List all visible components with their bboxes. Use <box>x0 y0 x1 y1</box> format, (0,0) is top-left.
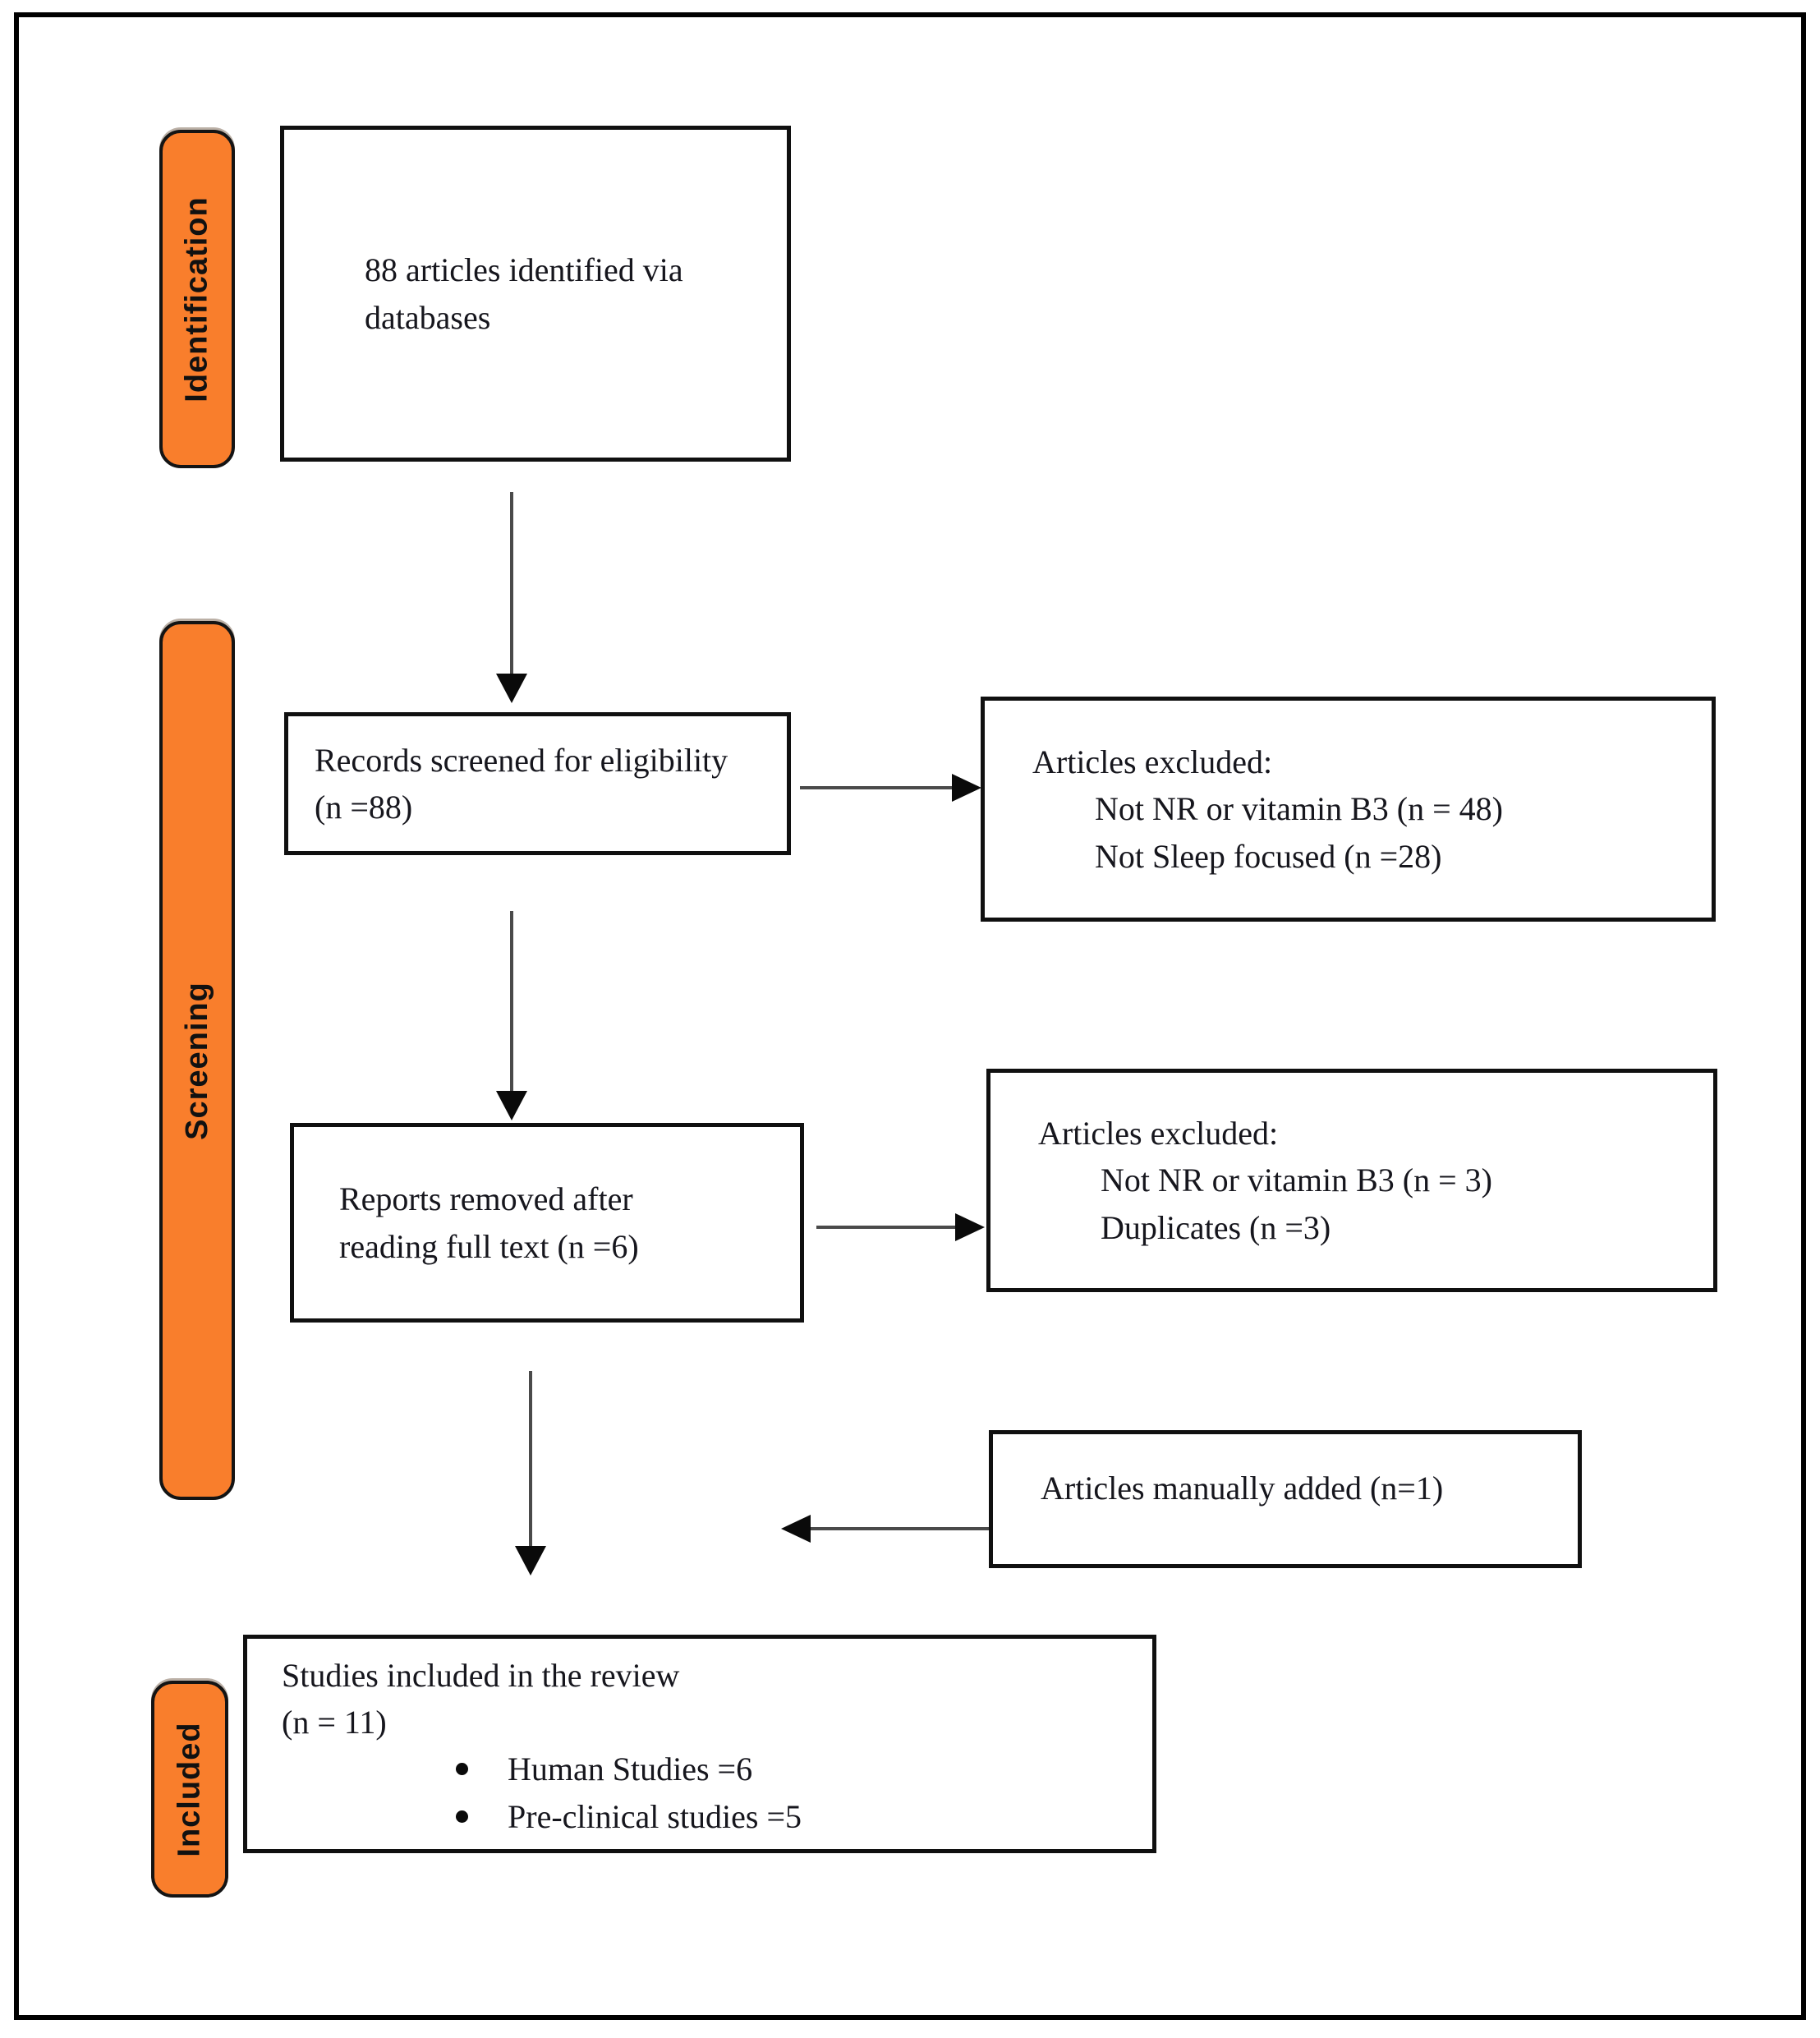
arrow-manual-to-flow-head-icon <box>781 1515 811 1543</box>
box-records-screened-line2: (n =88) <box>315 789 413 826</box>
included-bullet-human-text: Human Studies =6 <box>508 1750 753 1788</box>
box-reports-removed-line2: reading full text (n =6) <box>339 1227 639 1265</box>
box-articles-excluded-fulltext-title: Articles excluded: <box>1038 1115 1279 1152</box>
arrow-identified-to-screened-line <box>510 492 513 674</box>
box-records-screened: Records screened for eligibility (n =88) <box>284 712 791 855</box>
box-articles-excluded-screening-item1: Not NR or vitamin B3 (n = 48) <box>1095 790 1503 828</box>
box-articles-identified-line1: 88 articles identified via <box>365 251 683 289</box>
box-studies-included-subtitle: (n = 11) <box>282 1704 387 1741</box>
stage-label-screening-text: Screening <box>179 981 214 1140</box>
included-bullet-row-human: Human Studies =6 <box>282 1746 1152 1792</box>
box-articles-excluded-fulltext-item2: Duplicates (n =3) <box>1101 1208 1331 1246</box>
included-bullet-row-preclinical: Pre-clinical studies =5 <box>282 1793 1152 1840</box>
arrow-screened-to-fulltext-line <box>510 911 513 1092</box>
arrow-fulltext-to-included-head-icon <box>515 1546 546 1576</box>
diagram-outer-frame: Identification Screening Included 88 art… <box>14 12 1806 2020</box>
included-bullet-preclinical-text: Pre-clinical studies =5 <box>508 1797 802 1835</box>
arrow-screened-to-excluded-line <box>800 786 953 789</box>
stage-label-screening: Screening <box>159 621 235 1500</box>
box-articles-excluded-fulltext-item1: Not NR or vitamin B3 (n = 3) <box>1101 1162 1492 1199</box>
stage-label-identification: Identification <box>159 130 235 468</box>
box-articles-manually-added: Articles manually added (n=1) <box>989 1430 1582 1568</box>
box-articles-identified-line2: databases <box>365 298 491 336</box>
box-studies-included: Studies included in the review (n = 11) … <box>243 1635 1156 1853</box>
box-articles-excluded-screening-title: Articles excluded: <box>1032 743 1273 781</box>
arrow-fulltext-to-included-line <box>529 1371 532 1547</box>
box-records-screened-line1: Records screened for eligibility <box>315 741 728 779</box>
box-articles-manually-added-text: Articles manually added (n=1) <box>1041 1470 1444 1507</box>
box-articles-excluded-screening: Articles excluded: Not NR or vitamin B3 … <box>981 697 1716 922</box>
box-studies-included-title: Studies included in the review <box>282 1657 680 1694</box>
box-reports-removed: Reports removed after reading full text … <box>290 1123 804 1323</box>
bullet-icon <box>456 1763 468 1776</box>
arrow-identified-to-screened-head-icon <box>496 674 527 703</box>
stage-label-included-text: Included <box>172 1721 207 1857</box>
arrow-manual-to-flow-line <box>808 1527 989 1530</box>
box-articles-identified: 88 articles identified via databases <box>280 126 791 462</box>
arrow-screened-to-fulltext-head-icon <box>496 1091 527 1120</box>
stage-label-included: Included <box>151 1681 228 1898</box>
bullet-icon <box>456 1810 468 1823</box>
arrow-fulltext-to-excluded-line <box>816 1226 956 1229</box>
box-reports-removed-line1: Reports removed after <box>339 1180 633 1218</box>
box-articles-excluded-screening-item2: Not Sleep focused (n =28) <box>1095 837 1442 875</box>
arrow-fulltext-to-excluded-head-icon <box>955 1213 985 1241</box>
arrow-screened-to-excluded-head-icon <box>952 774 981 802</box>
stage-label-identification-text: Identification <box>179 196 214 403</box>
box-articles-excluded-fulltext: Articles excluded: Not NR or vitamin B3 … <box>986 1069 1717 1292</box>
